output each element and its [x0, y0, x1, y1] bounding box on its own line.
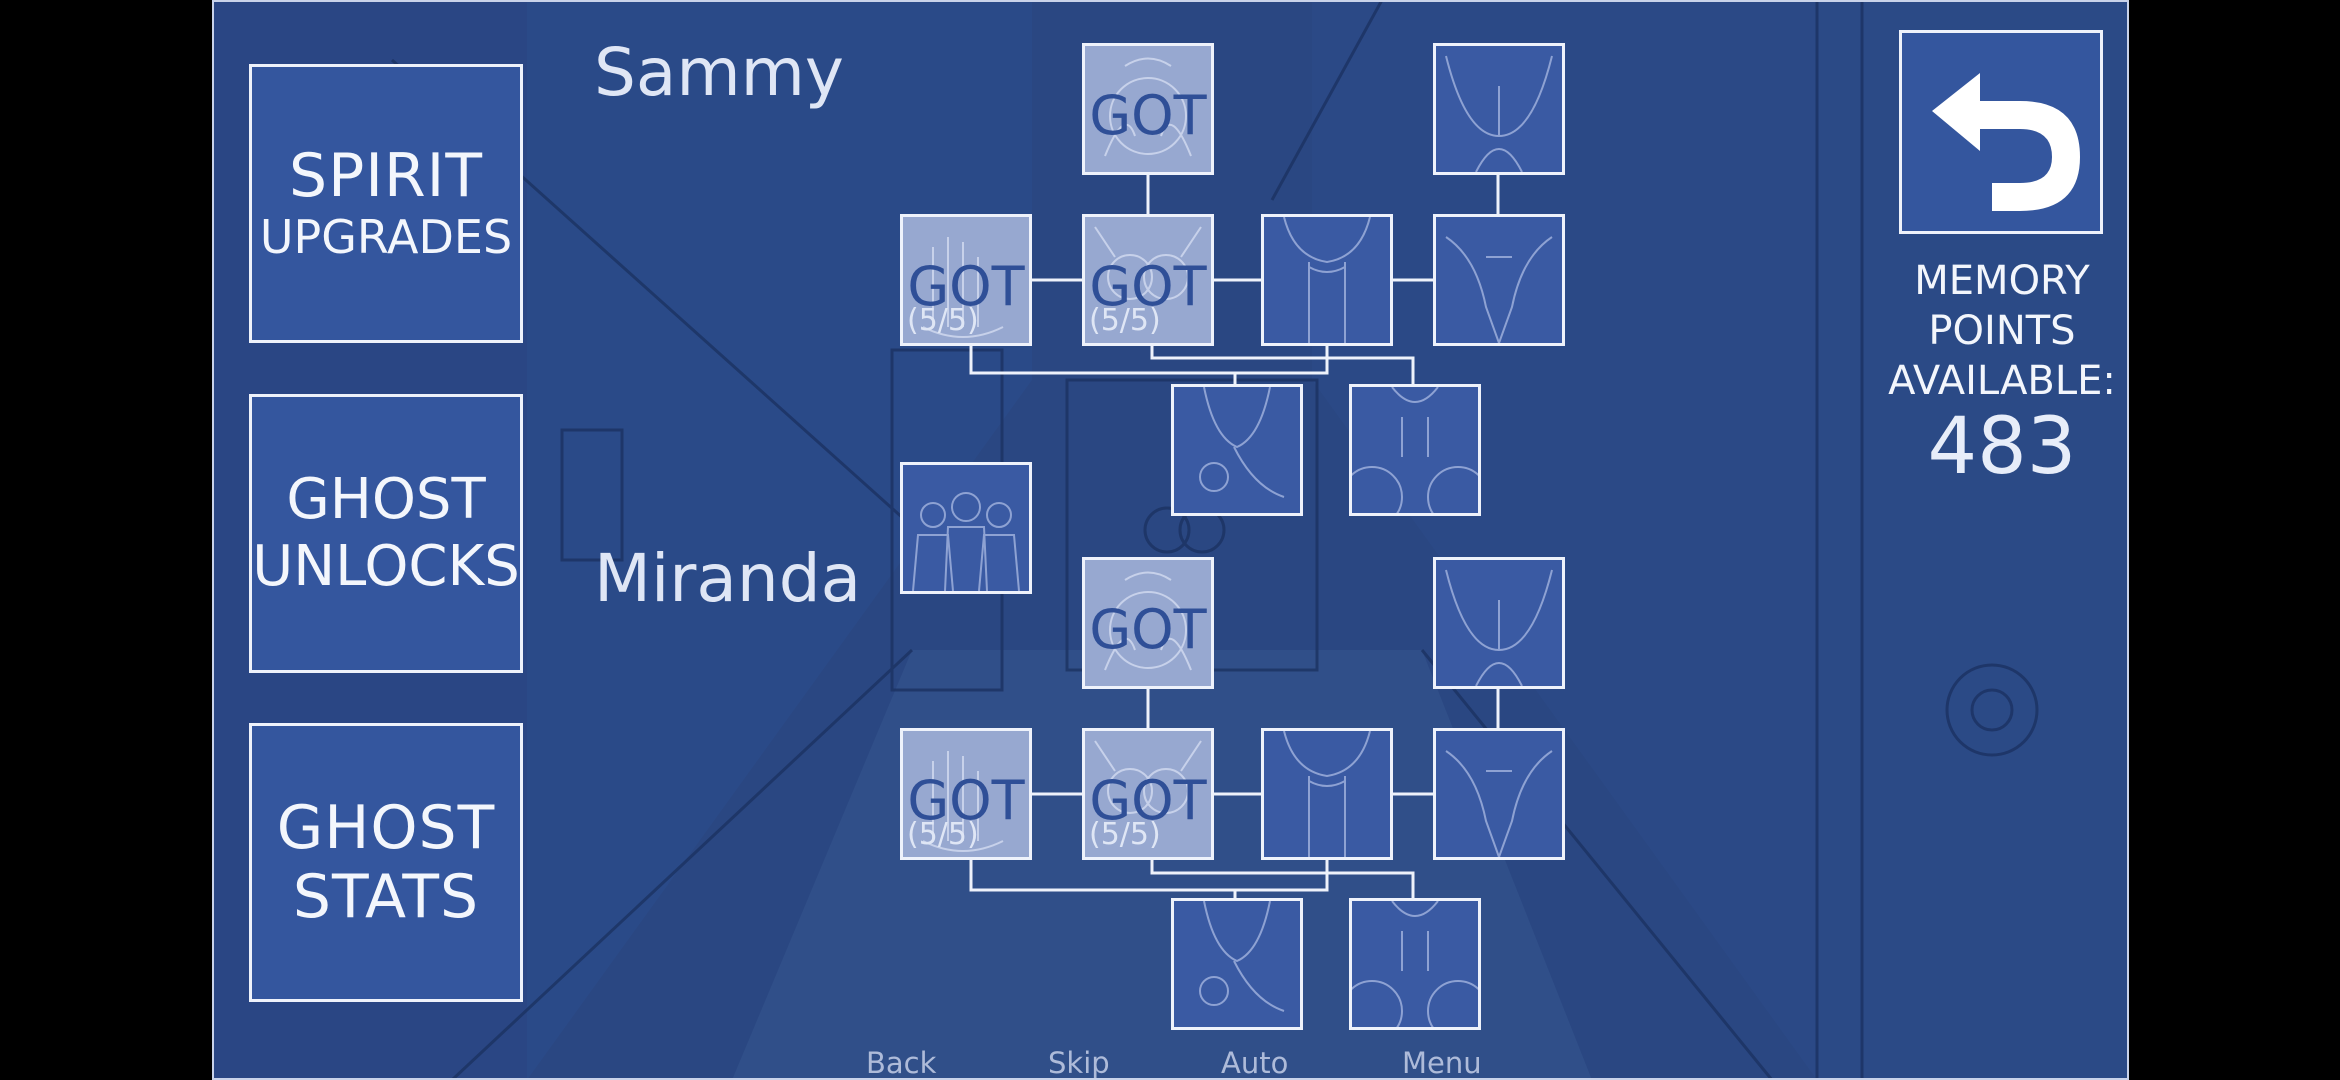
miranda-skill-embrace[interactable]: GOT (5/5)	[1082, 728, 1214, 860]
hand-icon	[922, 237, 1004, 338]
miranda-skill-locked-body[interactable]	[1433, 728, 1565, 860]
got-label: GOT	[1089, 255, 1207, 318]
quick-menu-menu[interactable]: Menu	[1402, 1046, 1482, 1080]
embrace-icon	[1094, 740, 1202, 814]
got-count: (5/5)	[1089, 817, 1161, 852]
sammy-skill-embrace[interactable]: GOT (5/5)	[1082, 214, 1214, 346]
group-people-icon	[912, 492, 1020, 591]
spirit-upgrades-button[interactable]: SPIRIT UPGRADES	[249, 64, 523, 343]
sammy-skill-locked-body[interactable]	[1433, 214, 1565, 346]
got-count: (5/5)	[907, 303, 979, 338]
hand-icon	[922, 751, 1004, 852]
body-outline-icon	[1445, 750, 1553, 857]
face-outline-icon	[1199, 387, 1285, 498]
ghost-stats-line2: STATS	[292, 861, 480, 932]
body-outline-icon	[1352, 387, 1478, 513]
face-outline-icon	[1283, 217, 1371, 343]
memory-points-line3: AVAILABLE:	[1888, 358, 2116, 404]
quick-menu-auto[interactable]: Auto	[1221, 1046, 1289, 1080]
ghost-group-skill[interactable]	[900, 462, 1032, 594]
back-button[interactable]	[1899, 30, 2103, 234]
sammy-skill-locked-top-right[interactable]	[1433, 43, 1565, 175]
memory-points-line1: MEMORY	[1914, 258, 2090, 304]
memory-points-value: 483	[1927, 402, 2077, 492]
miranda-skill-hand-wave[interactable]: GOT (5/5)	[900, 728, 1032, 860]
ghost-stats-line1: GHOST	[276, 792, 496, 863]
body-outline-icon	[1352, 901, 1478, 1027]
sammy-skill-hands-top[interactable]: GOT	[1082, 43, 1214, 175]
body-outline-icon	[1445, 569, 1553, 686]
got-count: (5/5)	[1089, 303, 1161, 338]
memory-points-line2: POINTS	[1928, 308, 2076, 354]
hands-icon	[1104, 57, 1192, 157]
got-label: GOT	[1089, 84, 1207, 147]
ghost-unlocks-line2: UNLOCKS	[252, 533, 520, 599]
skill-tree-screen: SPIRIT UPGRADES GHOST UNLOCKS GHOST STAT…	[212, 0, 2129, 1080]
body-outline-icon	[1445, 236, 1553, 343]
got-label: GOT	[907, 255, 1025, 318]
undo-arrow-icon	[1932, 73, 2080, 211]
ghost-name-sammy: Sammy	[594, 34, 844, 111]
got-label: GOT	[1089, 769, 1207, 832]
quick-menu-back[interactable]: Back	[866, 1046, 937, 1080]
face-outline-icon	[1283, 731, 1371, 857]
spirit-upgrades-line1: SPIRIT	[289, 141, 483, 212]
got-label: GOT	[1089, 598, 1207, 661]
got-count: (5/5)	[907, 817, 979, 852]
hands-icon	[1104, 571, 1192, 671]
ghost-stats-button[interactable]: GHOST STATS	[249, 723, 523, 1002]
ghost-name-miranda: Miranda	[594, 540, 862, 617]
face-outline-icon	[1199, 901, 1285, 1012]
quick-menu-skip[interactable]: Skip	[1048, 1046, 1110, 1080]
miranda-skill-hands-top[interactable]: GOT	[1082, 557, 1214, 689]
miranda-skill-locked-top-right[interactable]	[1433, 557, 1565, 689]
sammy-skill-locked-chest[interactable]	[1349, 384, 1481, 516]
ghost-unlocks-button[interactable]: GHOST UNLOCKS	[249, 394, 523, 673]
got-label: GOT	[907, 769, 1025, 832]
spirit-upgrades-line2: UPGRADES	[259, 210, 513, 265]
sammy-skill-hand-wave[interactable]: GOT (5/5)	[900, 214, 1032, 346]
embrace-icon	[1094, 226, 1202, 300]
miranda-skill-locked-kiss[interactable]	[1171, 898, 1303, 1030]
miranda-skill-locked-face[interactable]	[1261, 728, 1393, 860]
body-outline-icon	[1445, 55, 1553, 172]
sammy-skill-locked-kiss[interactable]	[1171, 384, 1303, 516]
miranda-skill-locked-chest[interactable]	[1349, 898, 1481, 1030]
ghost-unlocks-line1: GHOST	[286, 467, 486, 533]
sammy-skill-locked-face[interactable]	[1261, 214, 1393, 346]
